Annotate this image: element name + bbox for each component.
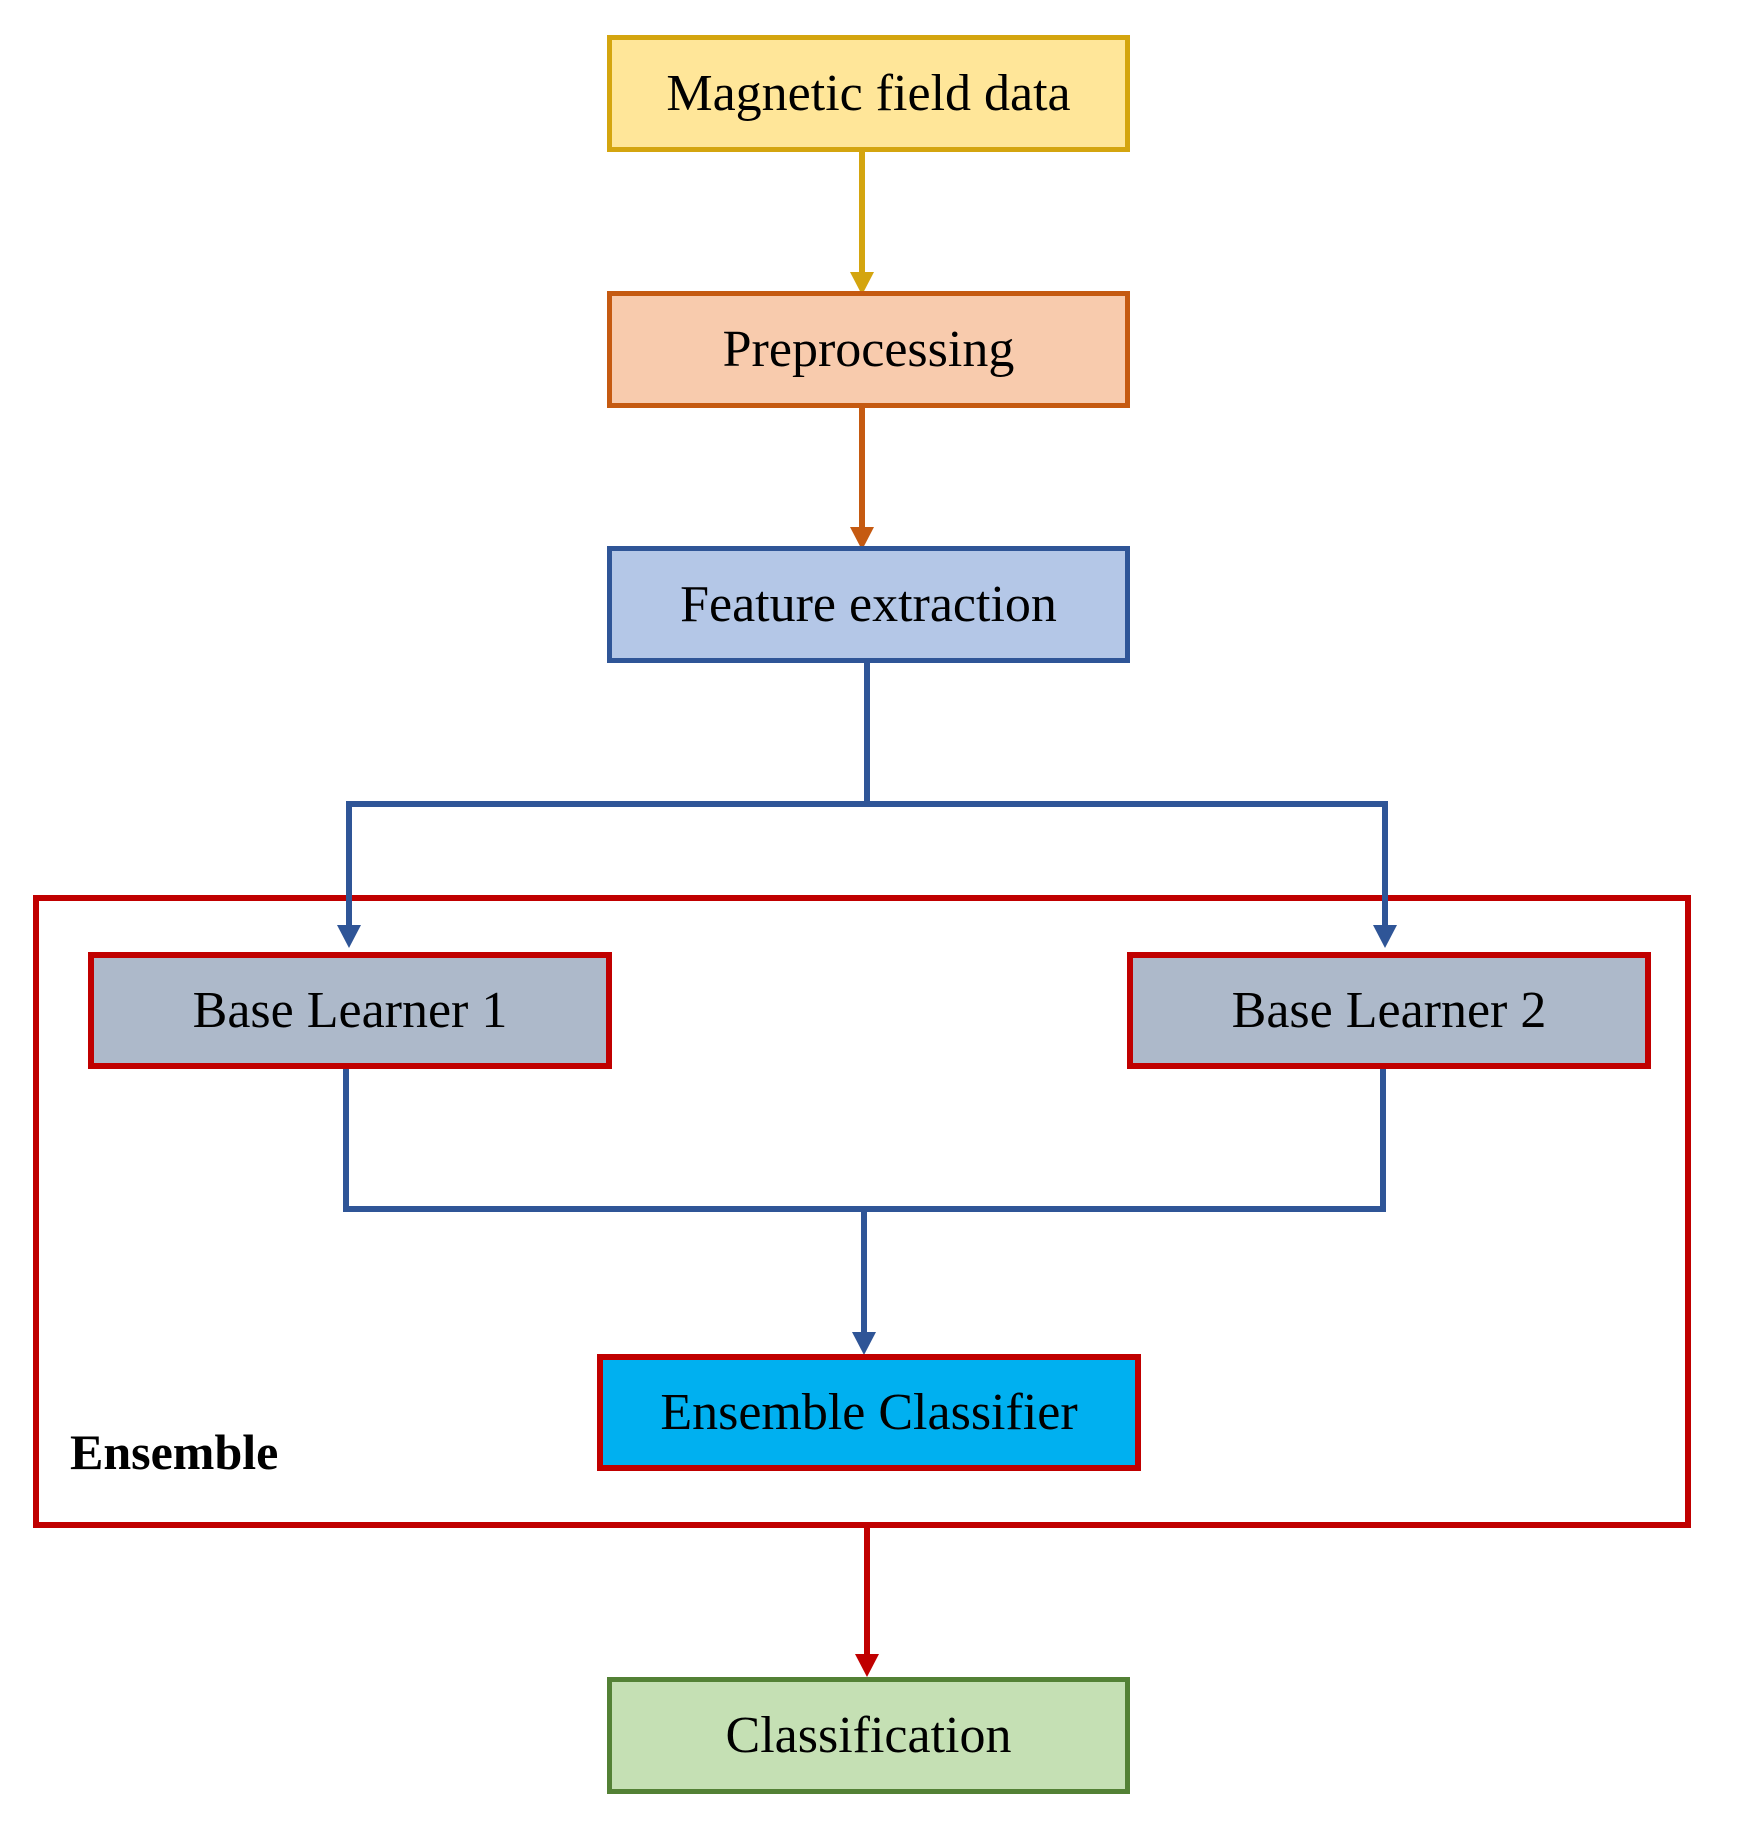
preprocessing-label: Preprocessing xyxy=(722,320,1015,378)
magnetic-field-data-box: Magnetic field data xyxy=(607,35,1130,152)
edge-feature-to-base-learner-1 xyxy=(337,663,870,948)
base-learner-2-box: Base Learner 2 xyxy=(1127,952,1651,1069)
edge-base-learner-2-to-ensemble-classifier xyxy=(864,1066,1386,1212)
magnetic-field-data-label: Magnetic field data xyxy=(666,64,1071,122)
classification-box: Classification xyxy=(607,1677,1130,1794)
classification-label: Classification xyxy=(725,1706,1012,1764)
ensemble-group-box xyxy=(33,895,1691,1528)
feature-extraction-label: Feature extraction xyxy=(680,575,1057,633)
edge-base-learner-1-to-ensemble-classifier xyxy=(343,1066,876,1355)
ensemble-classifier-label: Ensemble Classifier xyxy=(660,1383,1078,1441)
ensemble-group-label: Ensemble xyxy=(70,1424,279,1480)
base-learner-2-label: Base Learner 2 xyxy=(1231,981,1547,1039)
edge-feature-to-base-learner-2 xyxy=(867,801,1397,948)
edge-magnetic-to-preprocessing xyxy=(850,150,874,295)
base-learner-1-label: Base Learner 1 xyxy=(192,981,508,1039)
preprocessing-box: Preprocessing xyxy=(607,291,1130,408)
edge-preprocessing-to-feature xyxy=(850,407,874,550)
feature-extraction-box: Feature extraction xyxy=(607,546,1130,663)
ensemble-classifier-box: Ensemble Classifier xyxy=(597,1354,1141,1471)
base-learner-1-box: Base Learner 1 xyxy=(88,952,612,1069)
edge-ensemble-to-classification xyxy=(855,1528,879,1677)
